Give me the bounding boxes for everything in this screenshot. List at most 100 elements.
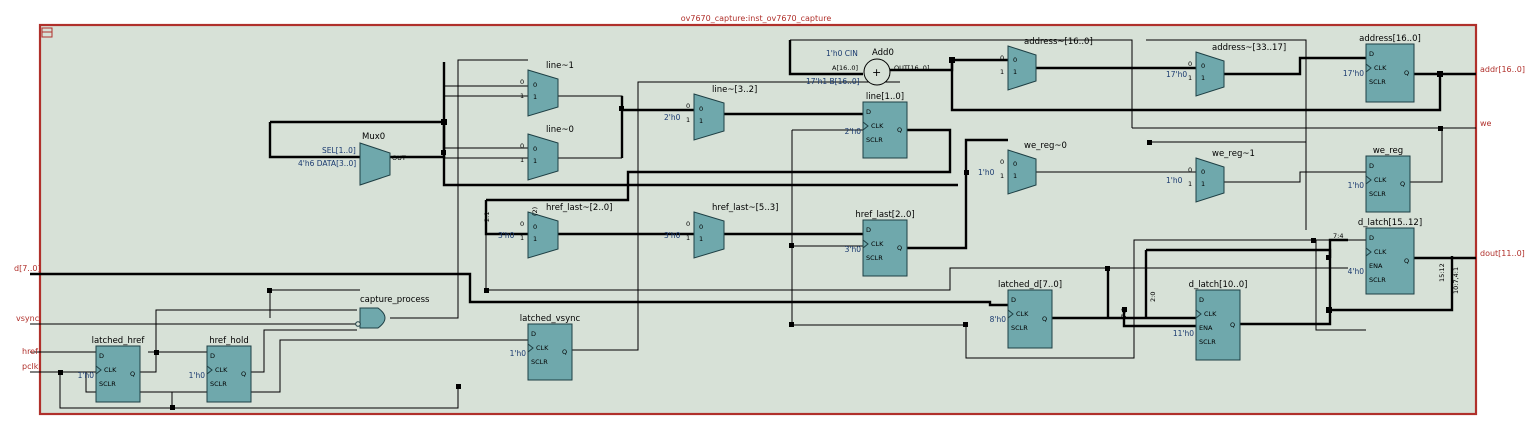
svg-text:SCLR: SCLR: [1199, 338, 1216, 346]
svg-text:0: 0: [1201, 62, 1205, 70]
svg-text:1'h0: 1'h0: [78, 371, 95, 380]
svg-text:1'h0 CIN: 1'h0 CIN: [826, 49, 858, 58]
port-addr[interactable]: addr[16..0]: [1480, 65, 1525, 74]
svg-text:SCLR: SCLR: [210, 380, 227, 388]
svg-text:SCLR: SCLR: [1369, 190, 1386, 198]
mux0-block[interactable]: Mux0 SEL[1..0] 4'h6 DATA[3..0] OUT: [298, 132, 406, 186]
svg-text:0: 0: [533, 81, 537, 89]
svg-text:D: D: [1369, 162, 1374, 170]
svg-text:3'h0: 3'h0: [664, 231, 681, 240]
svg-text:1: 1: [520, 92, 524, 100]
svg-text:0: 0: [533, 223, 537, 231]
port-href[interactable]: href: [22, 347, 38, 356]
svg-text:address[16..0]: address[16..0]: [1359, 34, 1421, 44]
svg-text:ENA: ENA: [1369, 262, 1383, 270]
svg-text:CLK: CLK: [871, 240, 884, 248]
svg-text:1: 1: [699, 117, 703, 125]
svg-text:8'h0: 8'h0: [990, 315, 1007, 324]
svg-text:CLK: CLK: [1374, 176, 1387, 184]
svg-text:7:0: 7:0: [1120, 308, 1128, 318]
svg-text:href_last~[5..3]: href_last~[5..3]: [712, 203, 778, 213]
svg-text:A[16..0]: A[16..0]: [832, 64, 858, 72]
svg-text:D: D: [1369, 234, 1374, 242]
svg-text:0: 0: [520, 220, 524, 228]
svg-text:href_last[2..0]: href_last[2..0]: [855, 210, 914, 220]
svg-text:1: 1: [1188, 74, 1192, 82]
svg-text:4'h0: 4'h0: [1348, 267, 1365, 276]
svg-text:17'h0: 17'h0: [1343, 69, 1364, 78]
svg-text:Q: Q: [562, 348, 567, 356]
svg-text:Q: Q: [1230, 321, 1235, 329]
svg-text:CLK: CLK: [536, 344, 549, 352]
port-dout[interactable]: dout[11..0]: [1480, 249, 1525, 258]
svg-text:0: 0: [686, 220, 690, 228]
port-vsync[interactable]: vsync: [16, 314, 39, 323]
svg-text:1: 1: [533, 235, 537, 243]
svg-text:OUT: OUT: [392, 154, 406, 162]
add0-block[interactable]: + Add0 1'h0 CIN A[16..0] 17'h1 B[16..0] …: [806, 48, 929, 86]
svg-text:line~0: line~0: [546, 125, 574, 135]
svg-text:1: 1: [1000, 68, 1004, 76]
port-pclk[interactable]: pclk: [22, 362, 39, 371]
svg-text:1: 1: [686, 234, 690, 242]
svg-text:1: 1: [1201, 74, 1205, 82]
svg-text:D: D: [1199, 296, 1204, 304]
svg-text:1'h0: 1'h0: [189, 371, 206, 380]
svg-text:d_latch[15..12]: d_latch[15..12]: [1358, 218, 1422, 228]
svg-text:we_reg~0: we_reg~0: [1024, 141, 1067, 151]
svg-text:3'h0: 3'h0: [845, 245, 862, 254]
svg-text:SCLR: SCLR: [866, 254, 883, 262]
port-we[interactable]: we: [1480, 119, 1492, 128]
svg-text:we_reg: we_reg: [1373, 146, 1403, 156]
svg-text:Q: Q: [1404, 69, 1409, 77]
svg-text:3'h0: 3'h0: [498, 231, 515, 240]
svg-text:0: 0: [699, 223, 703, 231]
port-d[interactable]: d[7..0]: [14, 264, 41, 273]
svg-text:line[1..0]: line[1..0]: [866, 92, 904, 102]
svg-text:11'h0: 11'h0: [1173, 329, 1194, 338]
svg-text:7:4: 7:4: [1333, 232, 1343, 240]
svg-text:OUT[16..0]: OUT[16..0]: [894, 64, 929, 72]
svg-text:D: D: [1011, 296, 1016, 304]
output-ports: addr[16..0] we dout[11..0]: [1480, 65, 1525, 258]
svg-text:Mux0: Mux0: [362, 132, 385, 142]
svg-text:(2): (2): [531, 207, 539, 216]
svg-text:0: 0: [1013, 56, 1017, 64]
svg-text:0: 0: [1201, 168, 1205, 176]
svg-text:D: D: [1369, 50, 1374, 58]
svg-text:0: 0: [1188, 166, 1192, 174]
svg-text:CLK: CLK: [1204, 310, 1217, 318]
input-ports: d[7..0] vsync href pclk: [14, 264, 41, 371]
module-frame[interactable]: [38, 23, 1478, 416]
junction-dots: [58, 57, 1443, 410]
svg-text:SCLR: SCLR: [1369, 78, 1386, 86]
svg-text:D: D: [99, 352, 104, 360]
svg-text:line~[3..2]: line~[3..2]: [712, 85, 757, 95]
svg-text:Q: Q: [241, 370, 246, 378]
svg-text:1'h0: 1'h0: [1348, 181, 1365, 190]
svg-text:0: 0: [520, 78, 524, 86]
svg-text:0: 0: [686, 102, 690, 110]
capture-process-gate[interactable]: capture_process: [355, 295, 430, 329]
svg-text:1: 1: [533, 157, 537, 165]
